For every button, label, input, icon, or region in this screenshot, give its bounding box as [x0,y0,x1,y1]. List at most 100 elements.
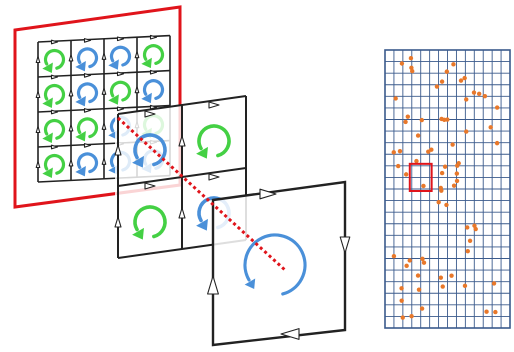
edge-arrow-icon [101,52,107,60]
edge-arrow-icon [116,71,125,77]
particle [467,238,473,244]
edge-arrow-icon [208,101,220,109]
highlight-cell [408,162,433,192]
circulation-arrow-icon [42,48,66,73]
particle [444,69,450,74]
particle [442,117,447,123]
particle [410,68,415,74]
particle [421,260,427,265]
particle [415,133,421,138]
particle [444,202,449,208]
edge-arrow-icon [134,86,140,94]
edge-arrow-icon [101,87,107,95]
particle [409,65,414,70]
particle [400,315,405,320]
particle [426,149,431,154]
particle [395,163,401,169]
particle [491,281,497,286]
particle [434,84,440,89]
particle [462,283,468,289]
particle [403,172,409,177]
edge-arrow-icon [68,89,74,97]
edge-arrow-icon [149,34,158,40]
edge-arrow-icon [50,39,59,45]
particle [449,273,454,278]
dotted-connector-line [116,116,287,272]
particle [416,287,422,292]
particle [438,185,443,191]
particle [454,171,460,176]
edge-arrow-icon [101,157,107,165]
particle [408,56,414,61]
particle [472,223,477,228]
edge-arrow-icon [83,143,92,148]
edge-arrow-icon [83,73,92,78]
circulation-arrow-icon [42,83,66,108]
particle [440,284,445,289]
edge-arrow-icon [35,125,41,134]
particle [456,161,461,166]
particle [415,273,421,278]
edge-arrow-icon [114,144,122,156]
edge-arrow-icon [68,54,74,62]
edge-arrow-icon [208,173,220,181]
particle [414,158,419,164]
particle [420,256,425,262]
edge-arrow-icon [68,124,74,132]
edge-arrow-icon [114,216,122,228]
circulation-arrow-icon [108,45,132,70]
particle [391,253,397,259]
edge-arrow-icon [207,275,219,295]
circulation-arrow-icon [141,44,165,69]
particle-grid-panel [384,49,511,329]
particle [391,150,396,155]
edge-arrow-icon [83,38,92,43]
circulation-arrow-icon [196,124,231,159]
particle [421,183,426,189]
particle [462,75,467,81]
particle [451,183,457,188]
particle [482,93,488,99]
edge-arrow-icon [50,74,59,80]
edge-arrow-icon [50,109,59,115]
edge-arrow-icon [280,328,300,340]
particle [484,309,489,314]
particle [399,61,405,66]
particle [404,263,409,269]
particle [436,199,441,205]
circulation-arrow-icon [75,152,99,177]
edge-arrow-icon [101,122,107,130]
edge-arrow-icon [144,110,156,118]
particle [494,140,500,146]
particle [454,178,460,184]
particle [493,309,498,315]
circulation-arrow-icon [243,233,307,296]
circulation-arrow-icon [132,205,167,240]
edge-arrow-icon [83,108,92,113]
particle [419,117,424,123]
circulation-arrow-icon [141,79,165,104]
particle [494,105,500,110]
particle [465,248,470,254]
edge-arrow-icon [339,236,351,254]
particle [471,90,477,95]
edge-arrow-icon [149,69,158,75]
circulation-arrow-icon [75,117,99,142]
particle [403,119,408,125]
circulation-arrow-icon [75,82,99,107]
edge-arrow-icon [259,188,277,200]
particle [393,96,398,101]
particle [438,275,444,280]
edge-arrow-icon [178,207,186,219]
particle [451,62,456,67]
particle [458,78,464,83]
edge-arrow-icon [35,160,41,169]
edge-arrow-icon [178,135,186,147]
edge-arrow-icon [35,55,41,64]
circulation-arrow-icon [42,153,66,178]
circulation-arrow-icon [75,47,99,72]
particle [450,142,455,147]
circulation-arrow-icon [108,80,132,105]
